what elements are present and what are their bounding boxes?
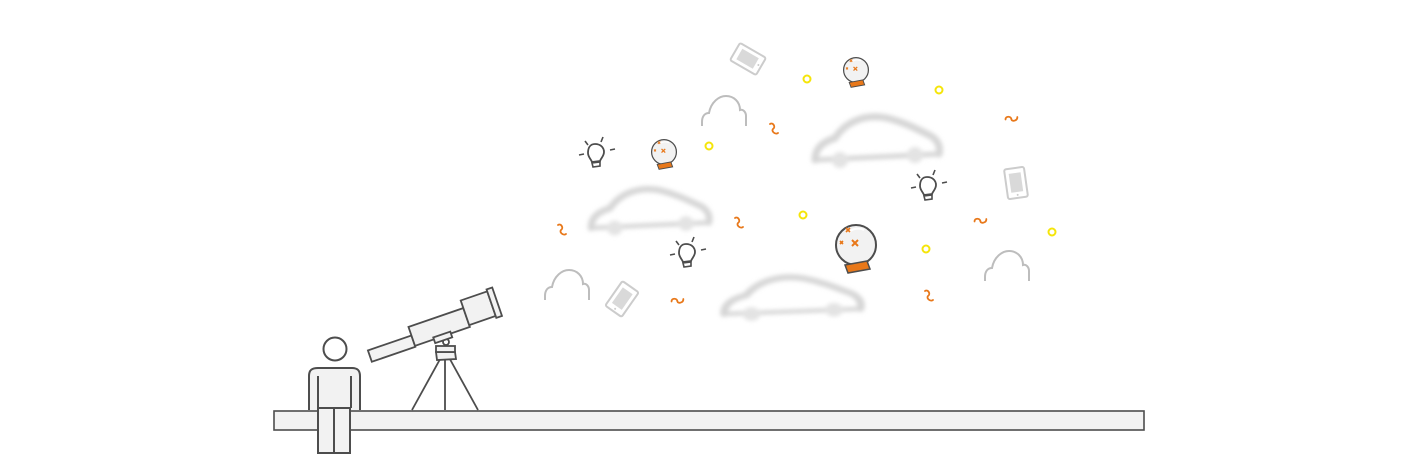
cloud-icon bbox=[701, 95, 747, 127]
sparkle-dots bbox=[704, 74, 1057, 254]
ground-platform bbox=[273, 410, 1145, 431]
crystal-ball-icon bbox=[835, 224, 877, 274]
phone-icon bbox=[1003, 165, 1029, 201]
crystal-ball-icon bbox=[650, 138, 678, 170]
phone-icon bbox=[729, 41, 767, 77]
lightbulb-icon bbox=[578, 136, 616, 168]
phone-icon bbox=[604, 279, 640, 319]
person-icon bbox=[308, 336, 361, 454]
car-icon bbox=[724, 277, 861, 321]
car-icon bbox=[815, 117, 940, 168]
crystal-ball-icon bbox=[842, 56, 870, 88]
cloud-icon bbox=[544, 269, 590, 301]
lightbulb-icon bbox=[910, 169, 948, 201]
car-icon bbox=[591, 189, 709, 235]
telescope-icon bbox=[366, 286, 504, 411]
lightbulb-icon bbox=[669, 236, 707, 268]
cloud-icon bbox=[984, 250, 1030, 282]
